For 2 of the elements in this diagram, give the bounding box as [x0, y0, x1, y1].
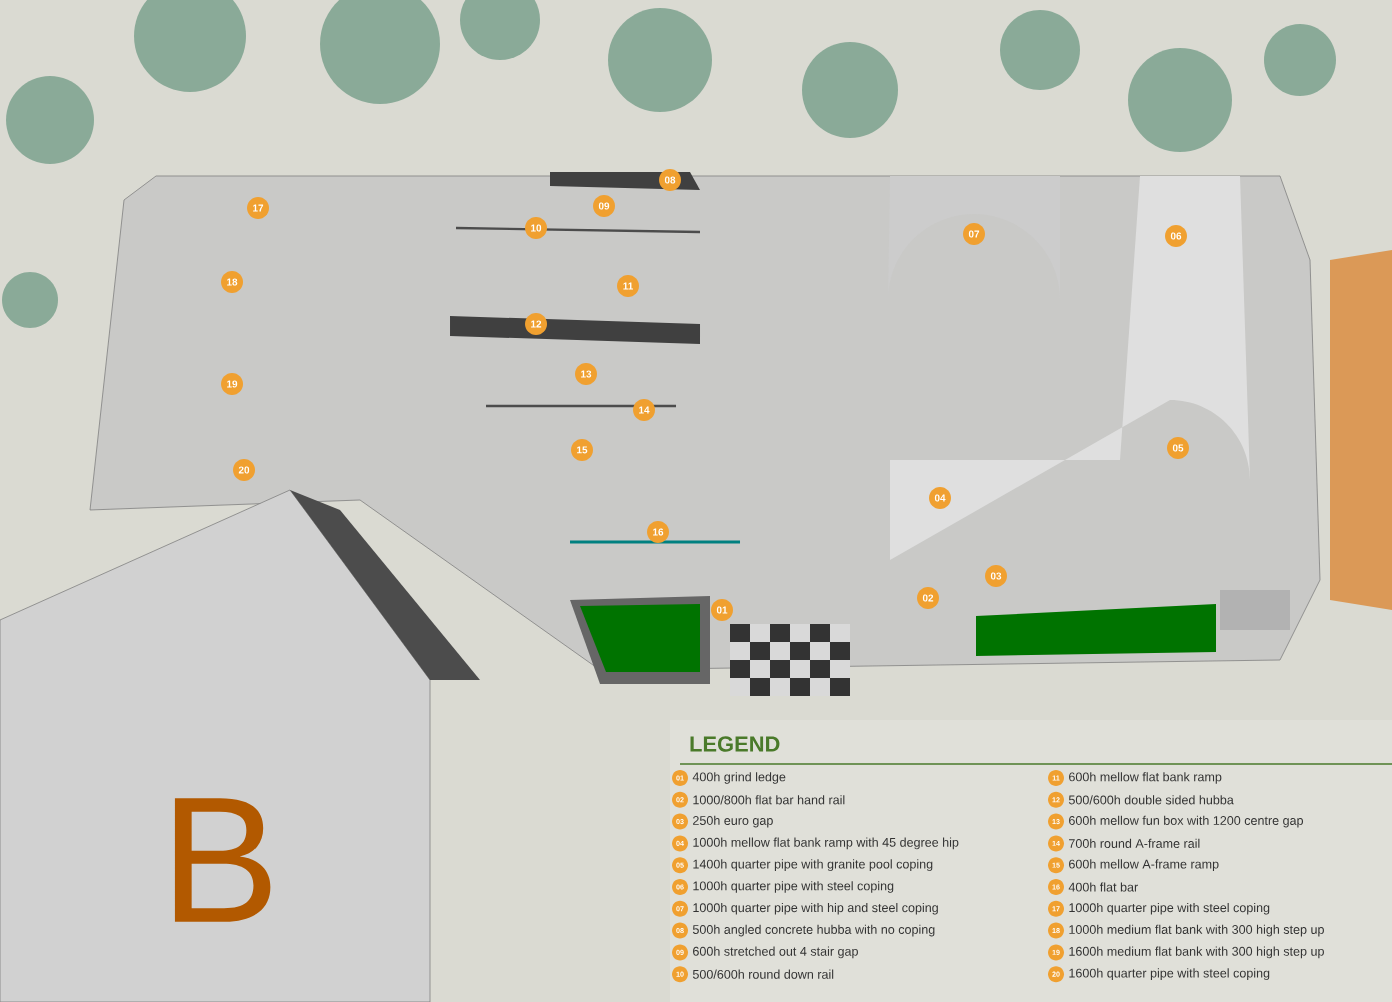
legend-heading: LEGEND: [690, 736, 780, 752]
building-letter: B: [174, 798, 271, 922]
